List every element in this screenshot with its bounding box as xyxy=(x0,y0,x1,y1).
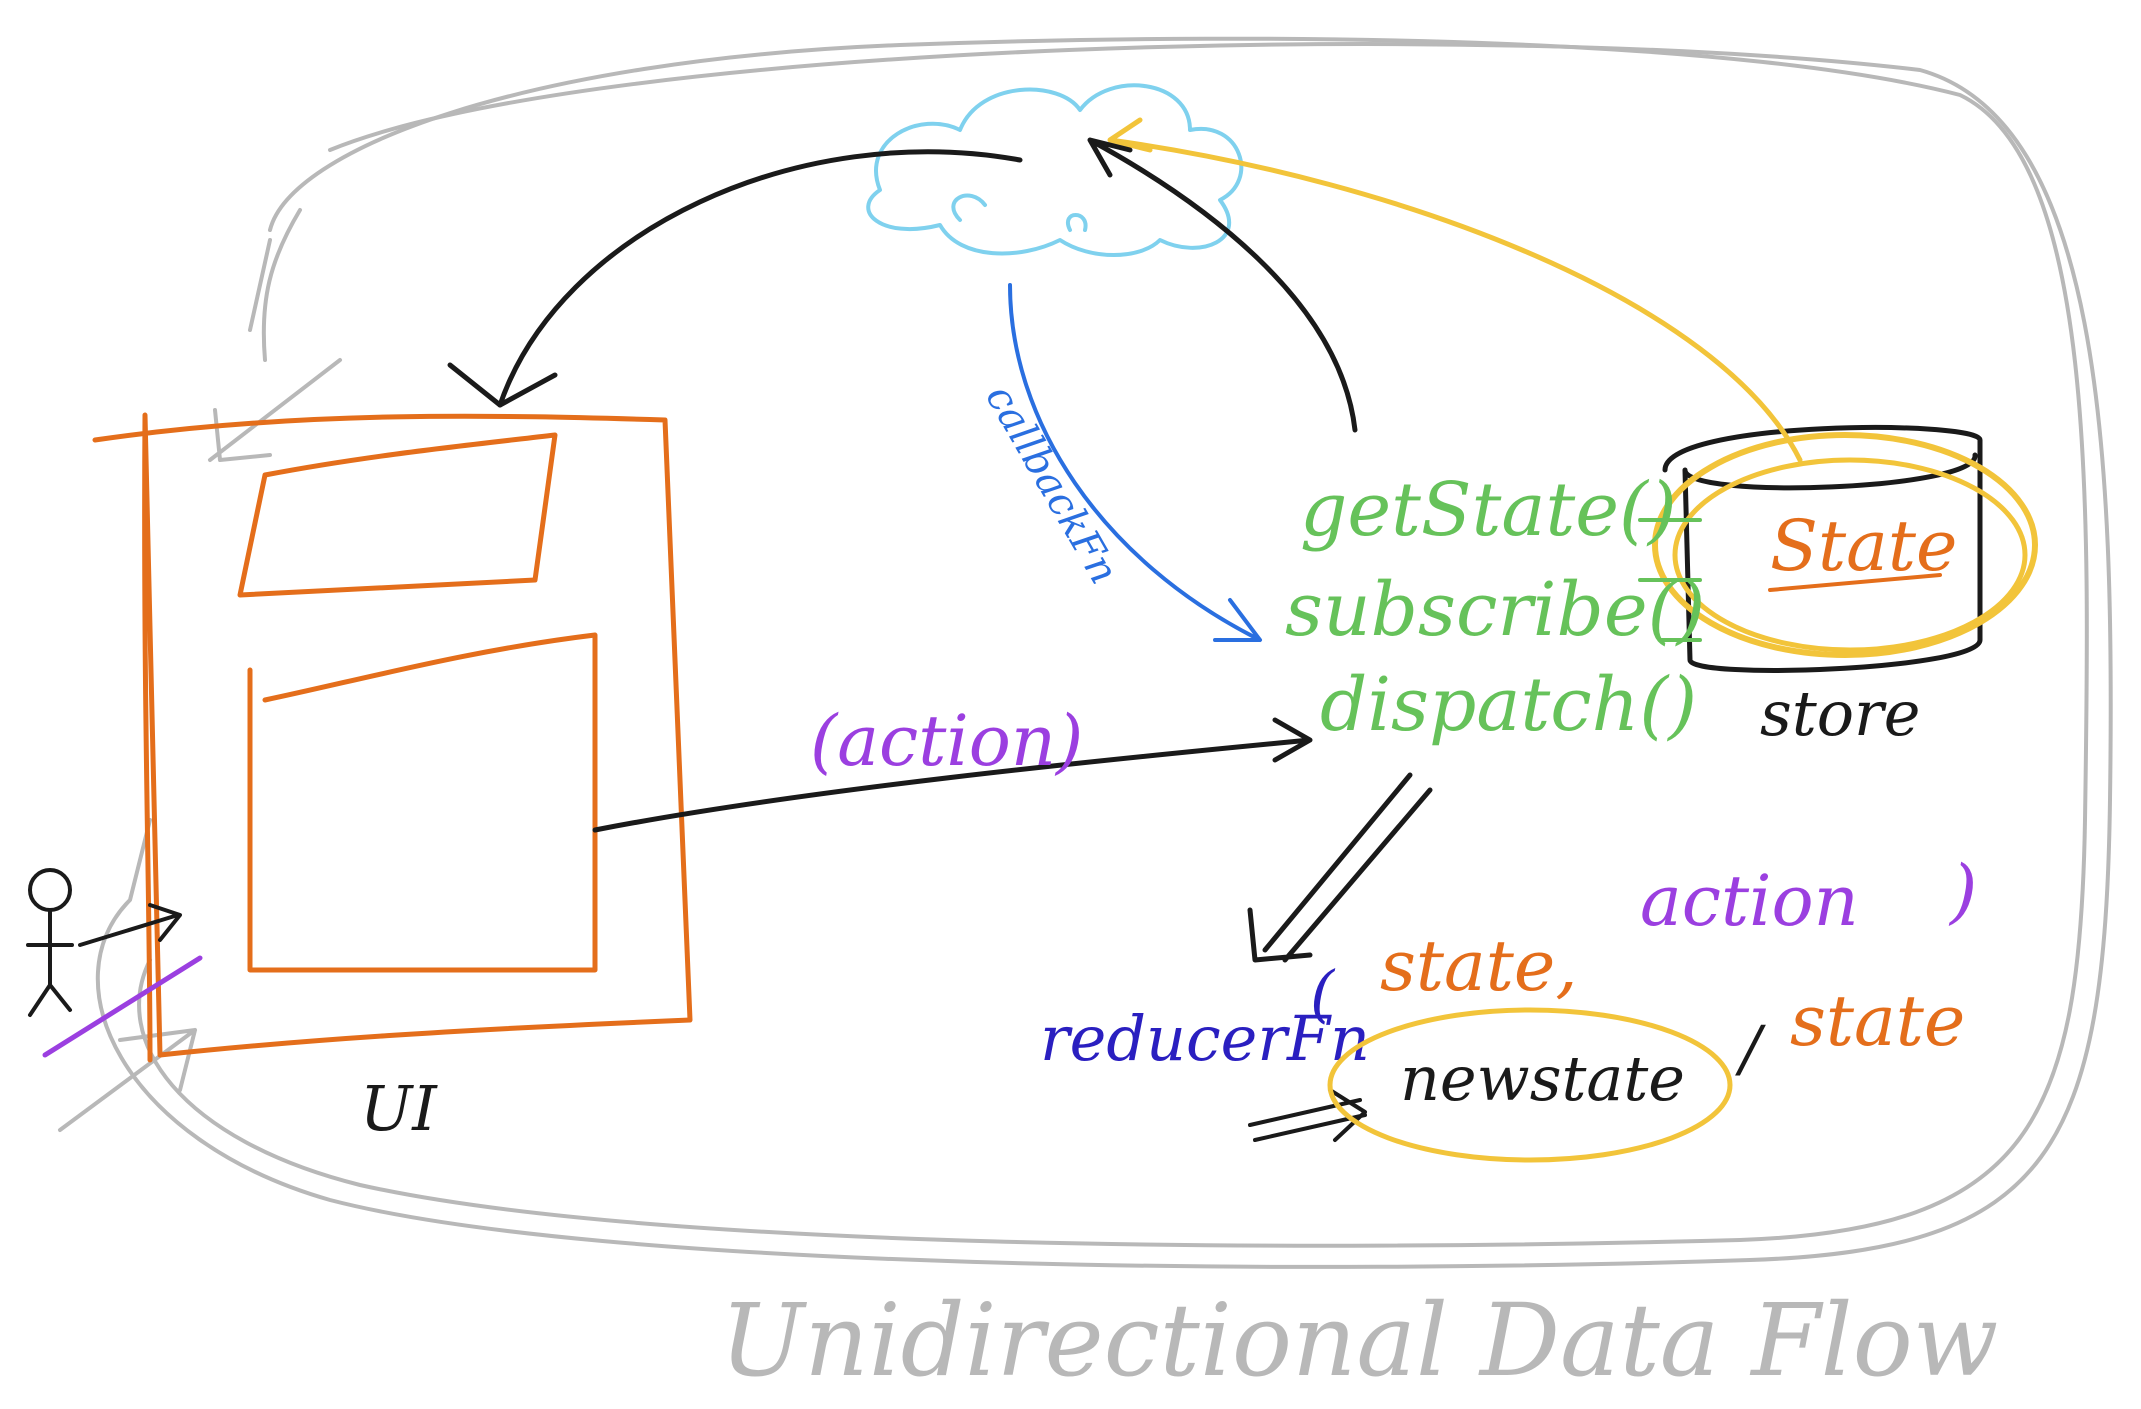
diagram-title: Unidirectional Data Flow xyxy=(720,1282,1998,1399)
reducer-close-paren: ) xyxy=(1948,850,1977,932)
state-underline xyxy=(1768,573,1942,592)
reducer-state-arg: state, xyxy=(1380,925,1578,1007)
method-connectors xyxy=(1638,518,1702,642)
reducer-alt-result: state xyxy=(1790,980,1965,1062)
database-icon xyxy=(1662,425,1983,673)
reducer-separator: / xyxy=(1735,1012,1766,1085)
ui-label: UI xyxy=(360,1072,438,1145)
reducer-result: newstate xyxy=(1400,1042,1685,1115)
store-label: store xyxy=(1760,677,1920,750)
state-highlight xyxy=(1107,117,2038,658)
cloud-icon xyxy=(866,83,1244,257)
callback-arrow xyxy=(1008,283,1262,642)
flow-arrows xyxy=(447,137,1433,1142)
stick-figure-icon xyxy=(26,868,203,1058)
reducer-action-arg: action xyxy=(1640,860,1859,942)
method-getstate: getState() xyxy=(1300,467,1677,553)
reducer-fn: reducerFn xyxy=(1040,1002,1370,1075)
method-subscribe: subscribe() xyxy=(1285,567,1705,653)
state-label: State xyxy=(1770,505,1957,587)
reducer-open-paren: ( xyxy=(1310,957,1336,1030)
action-label: (action) xyxy=(810,700,1083,782)
newstate-highlight xyxy=(1327,1007,1733,1163)
ui-box xyxy=(92,412,693,1063)
method-dispatch: dispatch() xyxy=(1320,662,1697,748)
callback-label: callbackFn xyxy=(976,377,1127,592)
